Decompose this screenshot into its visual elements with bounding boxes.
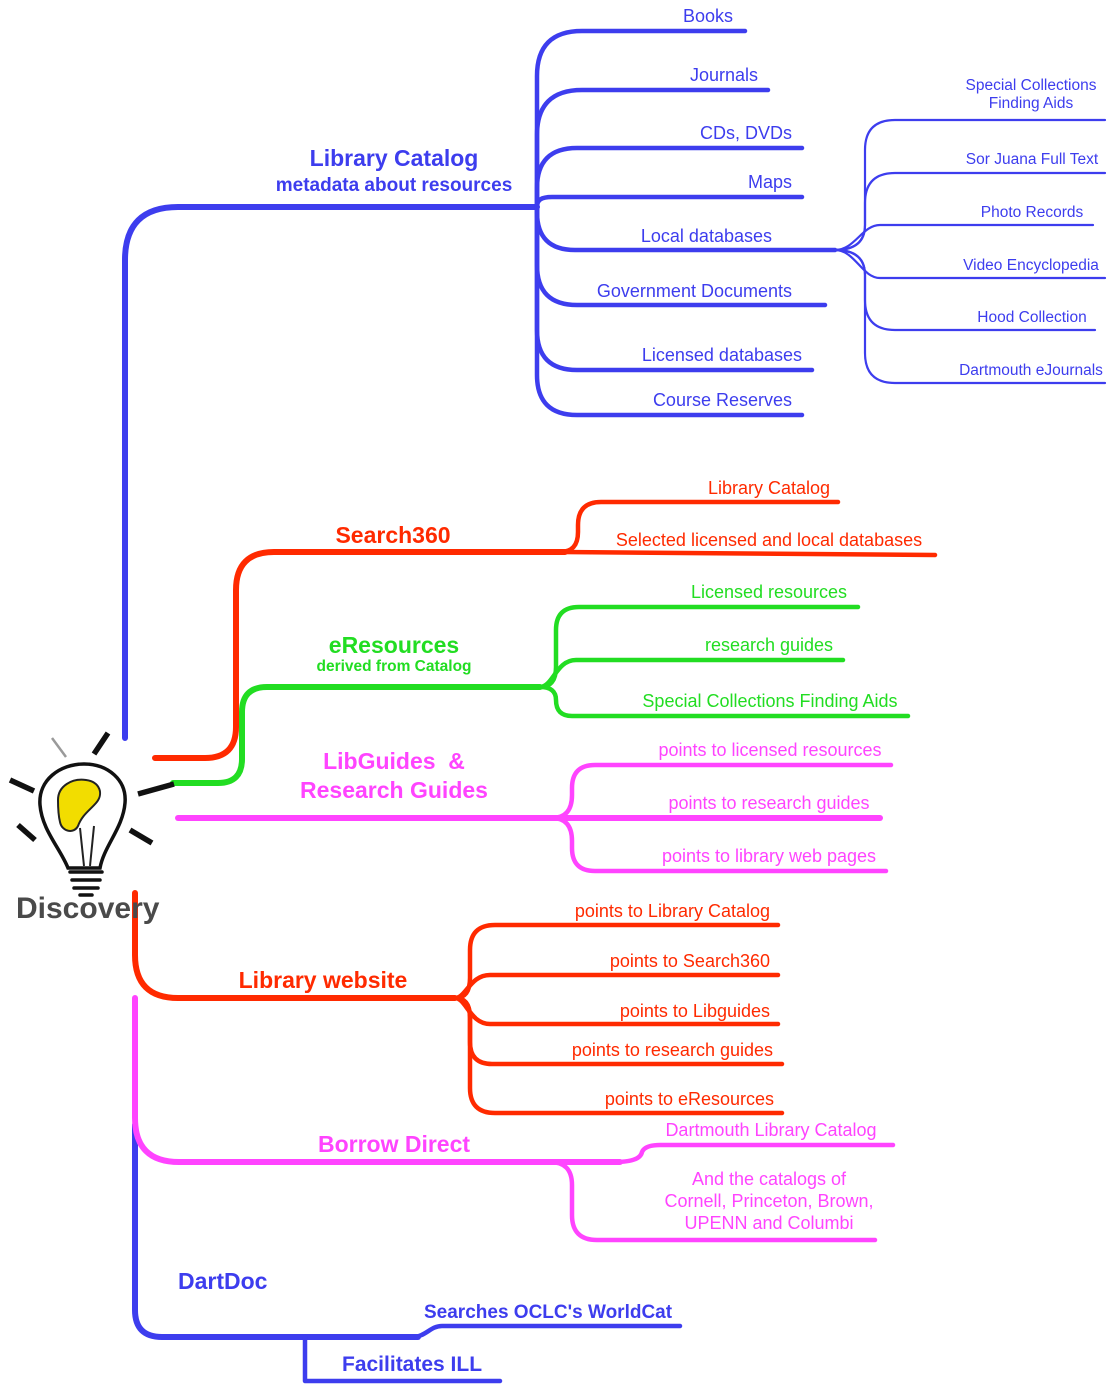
special-collections-label-line2: Finding Aids — [989, 95, 1074, 112]
library-website-title: Library website — [239, 967, 408, 993]
libguides-title-line2: Research Guides — [300, 777, 488, 803]
library-catalog-trunk-line — [122, 204, 540, 741]
bulb-ray-top — [91, 731, 111, 756]
special-collections-connector-line — [833, 118, 1107, 252]
books-connector-line — [534, 28, 748, 210]
other-catalogs-label-line2: Cornell, Princeton, Brown, — [664, 1191, 873, 1211]
search360-trunk-line — [152, 549, 568, 761]
points-to-libguides-label: points to Libguides — [620, 1001, 770, 1021]
points-to-eresources-label: points to eResources — [605, 1089, 774, 1109]
photo-records-label: Photo Records — [981, 204, 1084, 221]
searches-worldcat-connector-line — [409, 1323, 683, 1340]
government-documents-label: Government Documents — [597, 281, 792, 301]
dartmouth-library-catalog-connector-line — [612, 1142, 896, 1165]
bulb-ray-thin — [50, 737, 68, 758]
light-bulb-icon — [8, 731, 175, 897]
points-to-research-guides-label: points to research guides — [572, 1040, 773, 1060]
search360-branch: Search360 Library Catalog Selected licen… — [152, 478, 938, 761]
other-catalogs-label-line3: UPENN and Columbi — [684, 1213, 853, 1233]
bulb-base — [68, 870, 104, 897]
points-to-eresources-connector-line — [452, 995, 785, 1116]
eresources-title: eResources — [329, 632, 459, 658]
bulb-ray-left — [8, 777, 36, 794]
points-to-research-guides-label: points to research guides — [668, 793, 869, 813]
dartmouth-ejournals-connector-line — [833, 248, 1107, 385]
borrow-direct-branch: Borrow Direct Dartmouth Library Catalog … — [132, 995, 896, 1243]
special-collections-finding-aids-label: Special Collections Finding Aids — [642, 691, 897, 711]
eresources-branch: eResources derived from Catalog Licensed… — [170, 582, 911, 786]
bulb-ray-right — [137, 781, 175, 797]
journals-label: Journals — [690, 65, 758, 85]
other-catalogs-label-line1: And the catalogs of — [692, 1169, 847, 1189]
licensed-resources-label: Licensed resources — [691, 582, 847, 602]
dartdoc-trunk-line — [132, 1122, 421, 1340]
borrow-direct-title: Borrow Direct — [318, 1131, 470, 1157]
books-label: Books — [683, 6, 733, 26]
video-encyclopedia-label: Video Encyclopedia — [963, 257, 1099, 274]
libguides-title-line1: LibGuides & — [323, 748, 465, 774]
bulb-ray-bottom-right — [128, 827, 154, 846]
special-collections-label-line1: Special Collections — [966, 77, 1097, 94]
bulb-filament — [79, 825, 95, 867]
eresources-subtitle: derived from Catalog — [316, 658, 471, 675]
search360-title: Search360 — [335, 522, 450, 548]
library-website-trunk-line — [132, 890, 458, 1001]
journals-connector-line — [534, 87, 771, 210]
photo-records-connector-line — [833, 223, 1095, 252]
research-guides-label: research guides — [705, 635, 833, 655]
sor-juana-label: Sor Juana Full Text — [966, 151, 1099, 168]
library-catalog-branch: Library Catalog metadata about resources… — [122, 6, 1107, 741]
search360-selected-databases-label: Selected licensed and local databases — [616, 530, 922, 550]
local-databases-label: Local databases — [641, 226, 772, 246]
sor-juana-connector-line — [833, 171, 1107, 252]
hood-collection-label: Hood Collection — [977, 309, 1086, 326]
course-reserves-connector-line — [534, 204, 805, 418]
cds-dvds-connector-line — [534, 145, 805, 210]
points-to-licensed-resources-label: points to licensed resources — [658, 740, 881, 760]
bulb-ray-bottom-left — [16, 822, 37, 843]
dartdoc-branch: DartDoc Searches OCLC's WorldCat Facilit… — [132, 1122, 683, 1384]
searches-worldcat-label: Searches OCLC's WorldCat — [424, 1302, 673, 1323]
search360-selected-databases-connector-line — [559, 549, 938, 558]
points-to-library-catalog-label: points to Library Catalog — [575, 901, 770, 921]
special-collections-finding-aids-connector-line — [537, 684, 911, 719]
library-catalog-subtitle: metadata about resources — [276, 175, 513, 196]
central-topic-label: Discovery — [16, 892, 160, 925]
search360-library-catalog-connector-line — [557, 499, 841, 555]
maps-label: Maps — [748, 172, 792, 192]
facilitates-ill-label: Facilitates ILL — [342, 1353, 482, 1376]
course-reserves-label: Course Reserves — [653, 390, 792, 410]
other-catalogs-connector-line — [547, 1159, 878, 1243]
points-to-search360-connector-line — [452, 972, 781, 1001]
licensed-databases-label: Licensed databases — [642, 345, 802, 365]
libguides-branch: LibGuides & Research Guides points to li… — [175, 740, 894, 874]
dartmouth-library-catalog-label: Dartmouth Library Catalog — [665, 1120, 876, 1140]
eresources-trunk-line — [170, 684, 543, 786]
research-guides-connector-line — [537, 657, 846, 690]
cds-dvds-label: CDs, DVDs — [700, 123, 792, 143]
search360-library-catalog-label: Library Catalog — [708, 478, 830, 498]
borrow-direct-trunk-line — [132, 995, 623, 1165]
points-to-library-web-pages-label: points to library web pages — [662, 846, 876, 866]
maps-connector-line — [534, 194, 805, 210]
points-to-search360-label: points to Search360 — [610, 951, 770, 971]
dartdoc-title: DartDoc — [178, 1268, 268, 1294]
library-website-branch: Library website points to Library Catalo… — [132, 890, 785, 1116]
points-to-licensed-resources-connector-line — [549, 762, 894, 821]
points-to-library-web-pages-connector-line — [549, 815, 889, 874]
bulb-glow — [56, 778, 102, 832]
dartmouth-ejournals-label: Dartmouth eJournals — [959, 362, 1103, 379]
library-catalog-title: Library Catalog — [310, 145, 479, 171]
facilitates-ill-connector-line — [302, 1334, 503, 1384]
